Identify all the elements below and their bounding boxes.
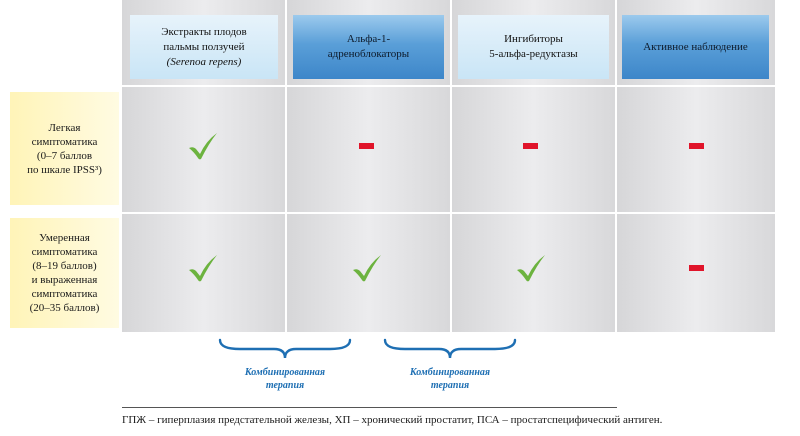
column-header-serenoa: Экстракты плодов пальмы ползучей (Sereno…: [130, 15, 278, 79]
check-icon: [187, 253, 219, 283]
column-header-watchful-waiting: Активное наблюдение: [622, 15, 769, 79]
dash-icon: [689, 265, 704, 271]
row-header-line: симптоматика: [31, 288, 98, 300]
combination-brace-icon: [218, 338, 352, 359]
check-icon: [187, 131, 219, 161]
dash-icon: [689, 143, 704, 149]
row-header-line: (8–19 баллов): [32, 260, 97, 272]
column-header-line: 5-альфа-редуктазы: [489, 48, 578, 60]
row-header-line: (20–35 баллов): [29, 302, 100, 314]
combination-label: Комбинированная терапия: [387, 366, 513, 392]
combination-label: Комбинированная терапия: [222, 366, 348, 392]
column-header-line: пальмы ползучей: [163, 40, 245, 53]
dash-icon: [359, 143, 374, 149]
row-header-line: симптоматика: [31, 135, 98, 148]
dash-icon: [523, 143, 538, 149]
row-header-line: по шкале IPSS³): [27, 163, 102, 176]
combination-brace-icon: [383, 338, 517, 359]
column-header-line: (Serenoa repens): [166, 55, 242, 68]
column-header-line: Ингибиторы: [504, 33, 563, 45]
check-icon: [515, 253, 547, 283]
row-header-line: (0–7 баллов: [36, 149, 93, 162]
row-header-line: Легкая: [48, 121, 81, 134]
check-icon: [351, 253, 383, 283]
combination-label-line: Комбинированная: [244, 367, 326, 378]
column-header-line: Экстракты плодов: [161, 25, 247, 38]
footnote: ГПЖ – гиперплазия предстательной железы,…: [122, 414, 663, 426]
row-header-line: симптоматика: [31, 246, 98, 258]
combination-label-line: Комбинированная: [409, 367, 491, 378]
column-header-alpha-blockers: Альфа-1- адреноблокаторы: [293, 15, 444, 79]
row-separator: [0, 212, 775, 214]
row-separator: [0, 85, 775, 87]
column-header-5ari: Ингибиторы 5-альфа-редуктазы: [458, 15, 609, 79]
combination-label-line: терапия: [430, 380, 470, 391]
combination-label-line: терапия: [265, 380, 305, 391]
column-header-line: адреноблокаторы: [327, 48, 410, 60]
column-header-line: Активное наблюдение: [643, 40, 748, 53]
row-header-line: Умеренная: [39, 232, 90, 244]
row-header-moderate-severe: Умеренная симптоматика (8–19 баллов) и в…: [10, 218, 119, 328]
row-header-line: и выраженная: [31, 274, 98, 286]
column-header-line: Альфа-1-: [346, 33, 391, 45]
row-header-mild: Легкая симптоматика (0–7 баллов по шкале…: [10, 92, 119, 205]
footnote-rule: [122, 407, 617, 408]
